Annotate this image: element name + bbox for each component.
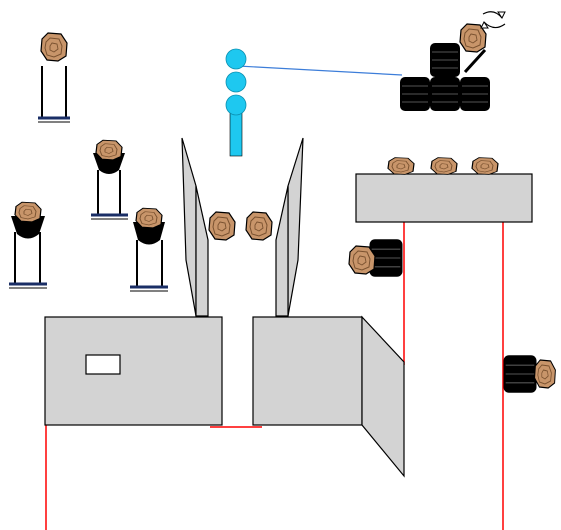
- rock-icon[interactable]: [388, 158, 414, 175]
- block-window: [86, 355, 120, 374]
- target-stand-icon[interactable]: [9, 202, 47, 288]
- target-stand-icon[interactable]: [91, 140, 128, 219]
- rock-icon[interactable]: [472, 158, 498, 175]
- right-block: [253, 317, 404, 476]
- target-stand-icon[interactable]: [38, 33, 70, 122]
- rock-icon[interactable]: [136, 208, 162, 228]
- rock-icon[interactable]: [41, 33, 67, 61]
- crane-cable: [238, 66, 402, 75]
- left-block: [45, 317, 222, 425]
- rotate-arrows-icon[interactable]: [481, 12, 505, 28]
- rock-icon[interactable]: [209, 212, 235, 240]
- rock-icon[interactable]: [15, 202, 41, 222]
- funnel: [182, 138, 303, 316]
- rock-icon[interactable]: [431, 158, 457, 175]
- rock-icon[interactable]: [96, 140, 122, 160]
- tire-with-rock[interactable]: [504, 355, 556, 392]
- tire-stack-icon[interactable]: [400, 24, 490, 111]
- crane-hook-icon[interactable]: [226, 49, 246, 156]
- shelf-rocks: [388, 158, 498, 175]
- rock-icon[interactable]: [246, 212, 272, 240]
- shelf: [356, 174, 532, 222]
- tire-with-rock[interactable]: [349, 239, 403, 276]
- target-stand-icon[interactable]: [130, 208, 168, 291]
- right-block-side-face: [362, 317, 404, 476]
